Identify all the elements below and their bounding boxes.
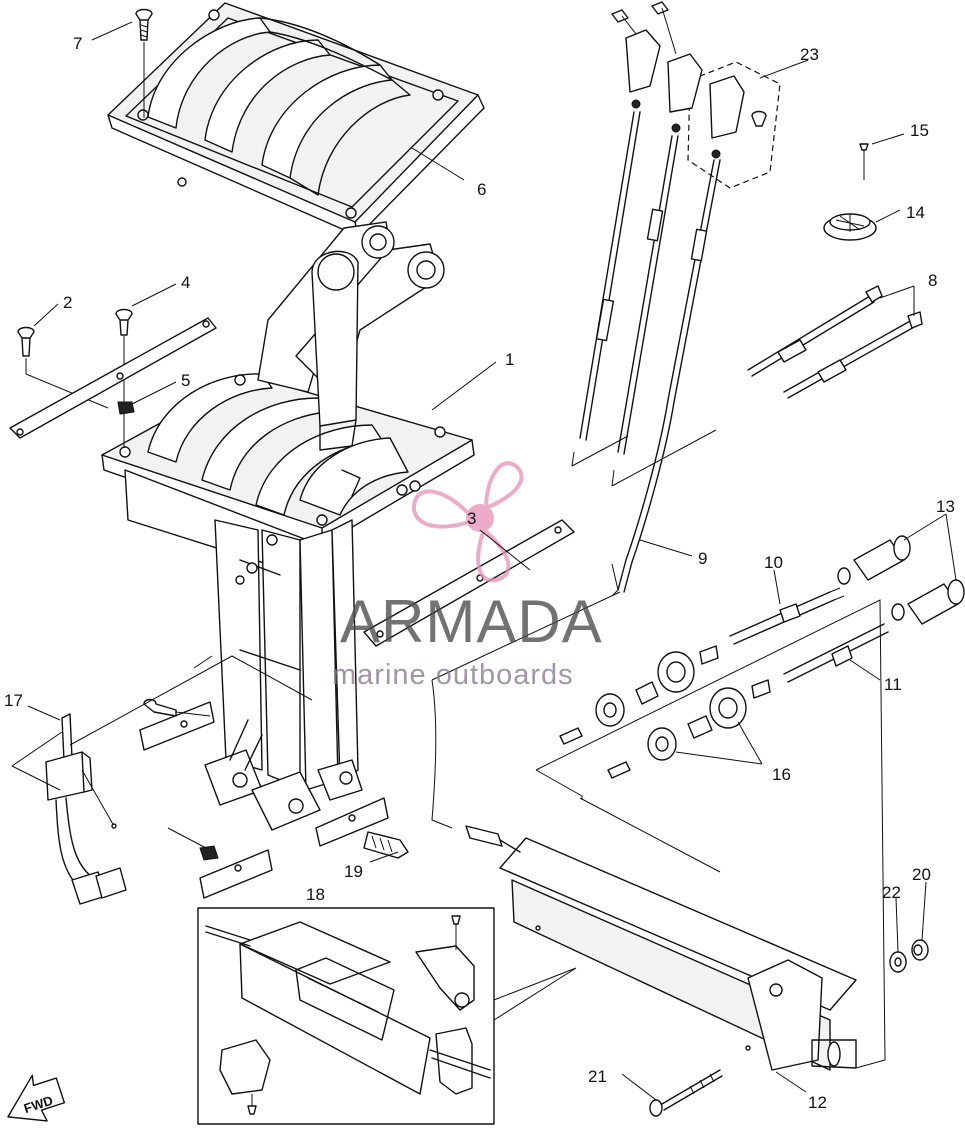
part-8-cable-ends [747,285,923,399]
part-21-bolt [649,1069,723,1117]
callout-5: 5 [181,371,190,390]
part-4-screw [115,308,133,448]
callout-18: 18 [306,885,325,904]
cables [579,111,721,593]
callout-21-22: 22 [882,883,901,902]
part-11-rod [783,623,889,683]
callout-10: 10 [764,553,783,572]
part-1-control-housing [101,221,475,831]
gasket-strip [9,317,217,439]
side-plates [139,698,409,899]
part-13-fittings [837,535,965,625]
part-22-washer [889,951,907,973]
part-12-actuator [465,825,857,1071]
callout-labels: 1 2 3 4 5 6 7 8 9 10 11 12 13 14 15 16 1… [4,34,955,1112]
callout-20: 20 [912,865,931,884]
part-7-screw [135,8,153,118]
callout-23: 23 [800,45,819,64]
callout-6: 6 [477,180,486,199]
callout-7: 7 [73,34,82,53]
armada-watermark: ARMADA marine outboards [332,461,603,691]
callout-14: 14 [906,203,925,222]
callout-leaders [27,21,957,1101]
callout-11: 11 [884,675,902,694]
callout-8: 8 [928,271,937,290]
part-18-inset [197,907,577,1125]
callout-12: 12 [808,1093,827,1112]
part-16-nuts [559,645,771,779]
part-10-rod [729,587,845,645]
part-17-switch [11,713,127,905]
part-5-nut [117,401,135,415]
callout-3: 3 [467,509,476,528]
callout-9: 9 [698,549,707,568]
callout-19: 19 [344,862,363,881]
callout-15: 15 [910,121,929,140]
leader-lines [69,429,886,1069]
callout-16: 16 [772,765,791,784]
part-14-grommet [823,213,877,241]
callout-17: 17 [4,691,23,710]
part-6-cover [107,2,485,237]
callout-1: 1 [505,350,514,369]
callout-13: 13 [936,497,955,516]
propeller-logo-icon [411,461,524,583]
part-20-nut [911,939,929,961]
part-15-screw [859,143,869,180]
watermark-title: ARMADA [340,588,603,655]
callout-2: 2 [63,293,72,312]
part-23-switch-set [611,1,781,189]
callout-21: 21 [588,1067,607,1086]
callout-4: 4 [181,273,190,292]
watermark-subtitle: marine outboards [332,659,574,691]
fwd-arrow-icon: FWD [7,1074,66,1122]
part-9-cable [611,563,619,597]
